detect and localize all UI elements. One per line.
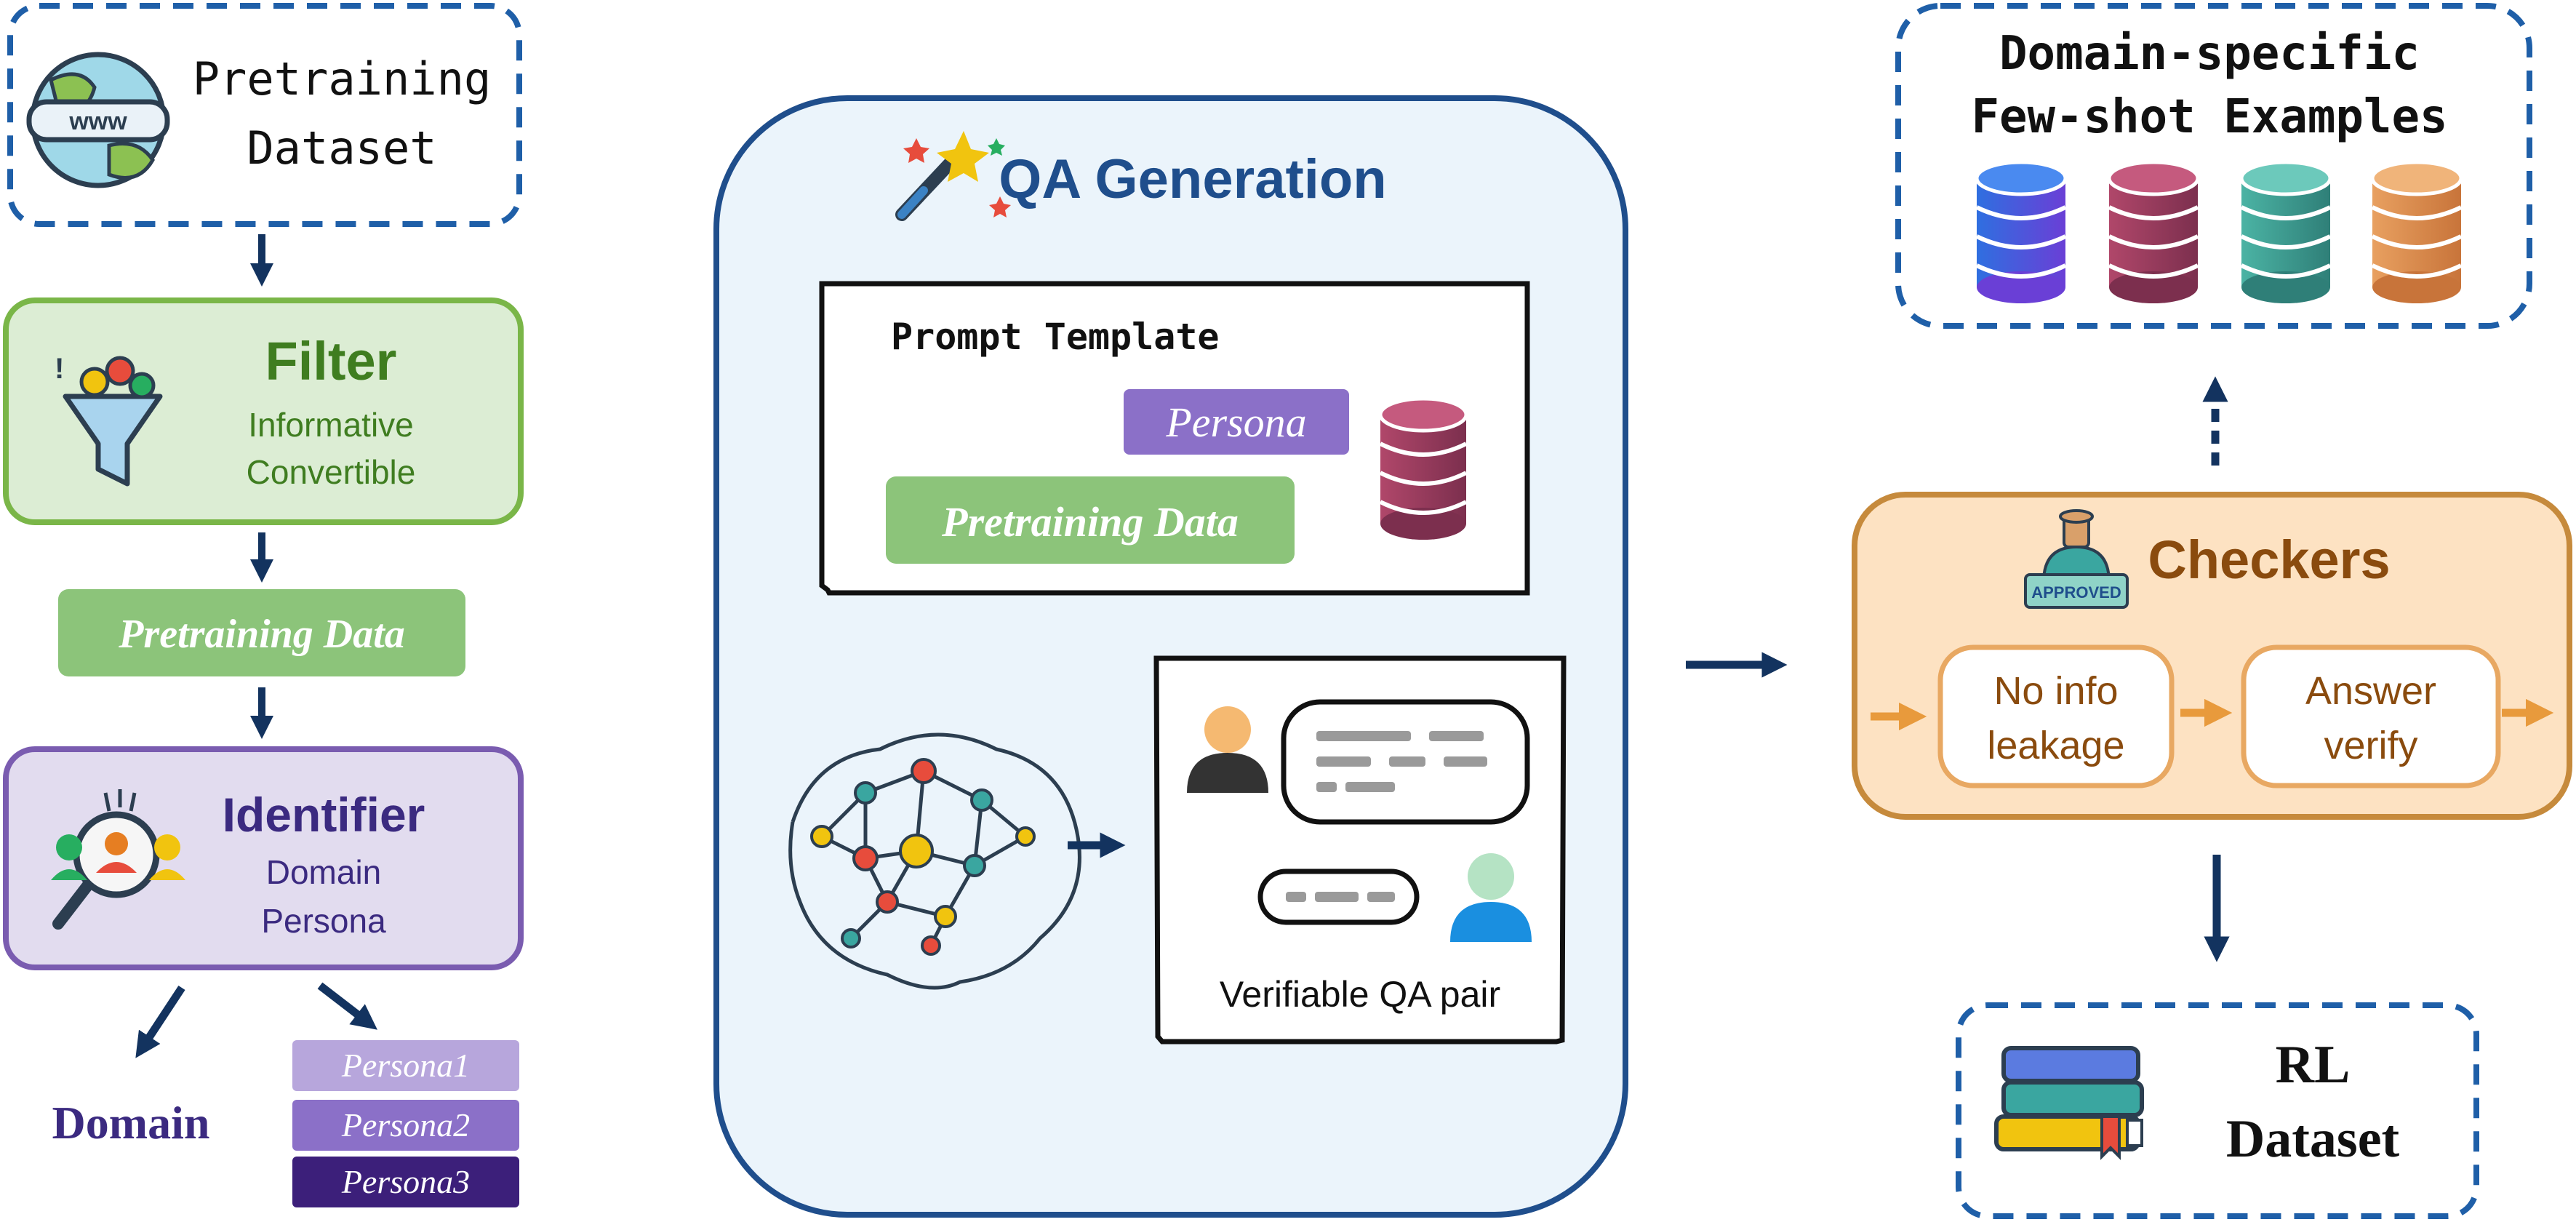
pretraining-data-tag: Pretraining Data xyxy=(58,589,465,676)
approved-stamp-icon: APPROVED xyxy=(2024,509,2129,609)
identifier-title: Identifier xyxy=(223,788,425,842)
step2-line2: verify xyxy=(2324,724,2417,767)
persona3-tag xyxy=(292,1157,519,1207)
pretraining-data-tag-label: Pretraining Data xyxy=(118,612,405,657)
pretraining-data-tag-qa xyxy=(886,476,1295,564)
persona2-label: Persona2 xyxy=(341,1106,470,1143)
persona1-tag xyxy=(292,1040,519,1091)
identifier-box: Identifier Domain Persona xyxy=(3,746,524,970)
no-info-leakage-step xyxy=(1937,644,2175,788)
database-orange-icon xyxy=(2370,160,2463,303)
svg-text:!: ! xyxy=(55,353,64,385)
rl-dataset-line1: RL xyxy=(2276,1035,2351,1095)
neural-brain-icon xyxy=(788,732,1081,990)
persona3-label: Persona3 xyxy=(341,1163,470,1200)
question-placeholder-lines xyxy=(1316,731,1487,792)
answer-verify-step xyxy=(2241,644,2501,788)
qa-generation-panel: QA Generation Prompt Template Persona Pr… xyxy=(713,95,1628,1218)
database-maroon-icon xyxy=(2107,160,2200,303)
few-shot-line2: Few-shot Examples xyxy=(1971,90,2447,144)
books-icon xyxy=(1994,1046,2144,1160)
qa-generation-title: QA Generation xyxy=(999,148,1386,210)
database-teal-icon xyxy=(2239,160,2332,303)
database-blue-icon xyxy=(1975,160,2068,303)
step2-line1: Answer xyxy=(2305,669,2436,713)
svg-text:APPROVED: APPROVED xyxy=(2031,583,2121,602)
pretraining-dataset-line1: Pretraining xyxy=(193,52,492,105)
prompt-template-card: Prompt Template Persona Pretraining Data xyxy=(819,281,1530,596)
prompt-template-label: Prompt Template xyxy=(891,316,1220,358)
filter-title: Filter xyxy=(265,331,397,391)
arrow-identifier-to-personas xyxy=(317,982,377,1030)
pretraining-dataset-line2: Dataset xyxy=(247,121,436,175)
pretraining-dataset-box: www Pretraining Dataset xyxy=(7,3,522,227)
rl-dataset-line2: Dataset xyxy=(2226,1109,2400,1169)
qa-pair-card: Verifiable QA pair xyxy=(1153,655,1567,1045)
few-shot-line1: Domain-specific xyxy=(1999,27,2420,81)
persona1-label: Persona1 xyxy=(341,1047,470,1084)
answer-placeholder-lines xyxy=(1286,892,1395,902)
persona-tag-label: Persona xyxy=(1165,399,1306,446)
pretraining-data-tag-qa-label: Pretraining Data xyxy=(941,498,1239,546)
persona-list: Persona1 Persona2 Persona3 xyxy=(292,1040,519,1207)
few-shot-examples-box: Domain-specific Few-shot Examples xyxy=(1895,3,2532,329)
assistant-avatar-icon xyxy=(1450,853,1532,942)
filter-line2: Convertible xyxy=(247,453,416,491)
arrow-identifier-to-domain xyxy=(135,985,185,1058)
magnifier-people-icon xyxy=(51,789,185,930)
globe-www-icon: www xyxy=(26,52,170,188)
rl-dataset-box: RL Dataset xyxy=(1956,1002,2479,1219)
step1-line1: No info xyxy=(1993,669,2118,713)
checkers-title: Checkers xyxy=(2148,530,2390,590)
persona-tag xyxy=(1124,389,1349,455)
filter-line1: Informative xyxy=(248,406,414,444)
checkers-box: APPROVED Checkers No info leakage Answer… xyxy=(1852,492,2572,820)
magic-wand-icon xyxy=(895,131,1011,221)
domain-label: Domain xyxy=(52,1097,210,1149)
identifier-line2: Persona xyxy=(261,902,386,940)
qa-pair-label: Verifiable QA pair xyxy=(1220,974,1500,1015)
filter-box: ! Filter Informative Convertible xyxy=(3,297,524,525)
persona2-tag xyxy=(292,1100,519,1151)
step1-line2: leakage xyxy=(1987,724,2124,767)
identifier-line1: Domain xyxy=(266,853,382,891)
svg-text:www: www xyxy=(68,108,127,135)
user-avatar-icon xyxy=(1187,706,1268,793)
database-icon xyxy=(1378,396,1468,540)
database-stack-icon xyxy=(1975,160,2463,303)
funnel-icon: ! xyxy=(55,353,163,487)
